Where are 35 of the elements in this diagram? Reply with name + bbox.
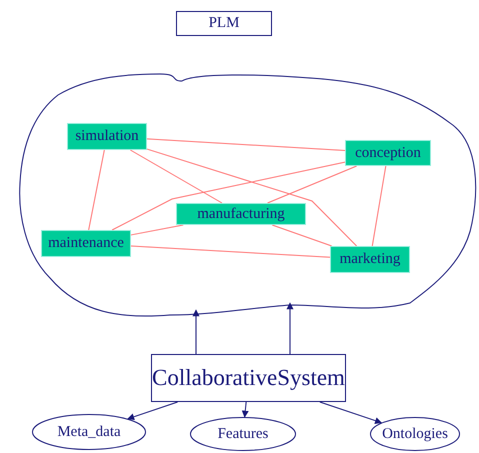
labeled-box — [151, 354, 346, 402]
connector-line — [267, 166, 358, 204]
arrow — [319, 402, 382, 424]
arrow — [286, 302, 294, 354]
ellipse-node — [32, 414, 146, 450]
process-box — [345, 140, 431, 166]
node-label: maintenance — [48, 235, 124, 252]
process-box — [176, 203, 306, 225]
process-box — [41, 230, 131, 257]
connector-line — [88, 150, 105, 230]
connector-line — [146, 148, 358, 246]
arrow — [127, 402, 178, 420]
node-label: Ontologies — [382, 426, 448, 442]
connector-line — [130, 224, 184, 236]
node-label: conception — [355, 144, 421, 162]
connector-line — [372, 166, 386, 246]
node-label: PLM — [208, 15, 240, 32]
node-label: Features — [218, 426, 268, 442]
process-box — [67, 123, 147, 150]
node-label: manufacturing — [197, 206, 285, 222]
arrow — [192, 309, 200, 354]
connector-line — [130, 246, 330, 258]
node-label: simulation — [75, 128, 139, 145]
connector-line — [112, 162, 346, 230]
node-label: CollaborativeSystem — [152, 365, 345, 391]
ellipse-node — [190, 417, 296, 451]
connector-line — [272, 224, 332, 246]
connector-line — [130, 150, 222, 204]
labeled-box — [176, 11, 272, 36]
node-label: Meta_data — [57, 424, 121, 440]
connector-line — [146, 138, 346, 151]
arrow — [242, 402, 249, 418]
process-box — [330, 246, 410, 273]
node-label: marketing — [340, 251, 400, 268]
ellipse-node — [370, 417, 460, 451]
